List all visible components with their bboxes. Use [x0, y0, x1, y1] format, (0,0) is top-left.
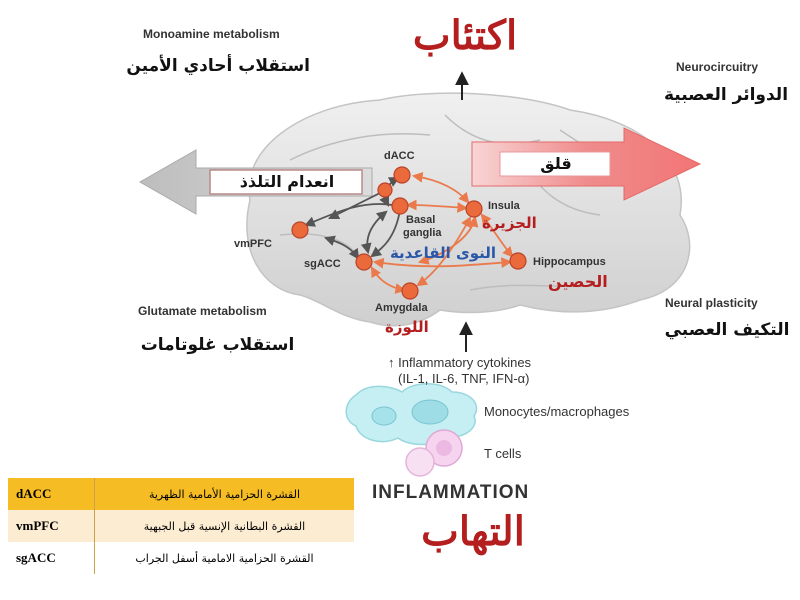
anhedonia-label-box: [209, 169, 363, 195]
inflammation-label: INFLAMMATION: [372, 482, 530, 503]
label-insula: Insula: [488, 200, 520, 212]
legend-ar: القشرة الحزامية الأمامية الظهرية: [94, 478, 354, 510]
neural-plasticity-ar: التكيف العصبي: [664, 320, 790, 340]
legend-row: vmPFC القشرة البطانية الإنسية قبل الجبهي…: [8, 510, 354, 542]
label-ganglia: ganglia: [403, 227, 442, 239]
node-insula: [465, 200, 483, 218]
t-cell-2: [405, 447, 435, 477]
label-hippocampus-ar: الحصين: [548, 272, 608, 291]
node-basal-ganglia: [391, 197, 409, 215]
label-vmpfc: vmPFC: [234, 238, 272, 250]
label-basal: Basal: [406, 214, 436, 226]
cytokines-line1: ↑ Inflammatory cytokines: [388, 355, 532, 370]
anxiety-label: قلق: [540, 154, 572, 173]
neurocircuitry-en: Neurocircuitry: [676, 60, 759, 74]
node-hippocampus: [509, 252, 527, 270]
legend-row: dACC القشرة الحزامية الأمامية الظهرية: [8, 478, 354, 510]
legend-abbr: vmPFC: [8, 510, 95, 542]
inflammation-title: التهاب: [421, 508, 525, 555]
legend-ar: القشرة البطانية الإنسية قبل الجبهية: [94, 510, 354, 542]
label-amygdala-ar: اللوزة: [385, 318, 429, 336]
label-dacc: dACC: [384, 150, 415, 162]
macrophage-nucleus-2: [371, 406, 397, 426]
monoamine-ar: استقلاب أحادي الأمين: [126, 56, 310, 76]
label-basal-ganglia-ar: النوى القاعدية: [389, 244, 497, 262]
node-sgacc: [355, 253, 373, 271]
legend-abbr: sgACC: [8, 542, 95, 574]
node-dacc-lower: [377, 182, 393, 198]
label-sgacc: sgACC: [304, 258, 341, 270]
t-cell-1-nucleus: [436, 440, 452, 456]
monoamine-en: Monoamine metabolism: [143, 27, 280, 41]
immune-cells-illustration: [345, 383, 478, 477]
glutamate-en: Glutamate metabolism: [138, 304, 267, 318]
abbreviation-legend: dACC القشرة الحزامية الأمامية الظهرية vm…: [8, 478, 354, 574]
label-amygdala: Amygdala: [375, 302, 428, 314]
node-amygdala: [401, 282, 419, 300]
tcells-label: T cells: [484, 446, 522, 461]
label-hippocampus: Hippocampus: [533, 256, 606, 268]
label-insula-ar: الجزيرة: [482, 214, 537, 232]
anhedonia-label: انعدام التلذذ: [239, 172, 335, 191]
legend-row: sgACC القشرة الحزامية الامامية أسفل الجر…: [8, 542, 354, 574]
depression-title: اكتئاب: [412, 12, 518, 59]
network-nodes: [291, 166, 527, 300]
legend-abbr: dACC: [8, 478, 95, 510]
macrophage-nucleus: [411, 399, 449, 425]
neurocircuitry-ar: الدوائر العصبية: [663, 85, 789, 105]
legend-ar: القشرة الحزامية الامامية أسفل الجراب: [94, 542, 354, 574]
neural-plasticity-en: Neural plasticity: [665, 296, 758, 310]
node-vmpfc: [291, 221, 309, 239]
anxiety-label-box: [499, 151, 611, 177]
glutamate-ar: استقلاب غلوتامات: [140, 335, 295, 355]
node-dacc: [393, 166, 411, 184]
cytokines-line2: (IL-1, IL-6, TNF, IFN-α): [398, 371, 530, 386]
monocytes-label: Monocytes/macrophages: [484, 404, 630, 419]
